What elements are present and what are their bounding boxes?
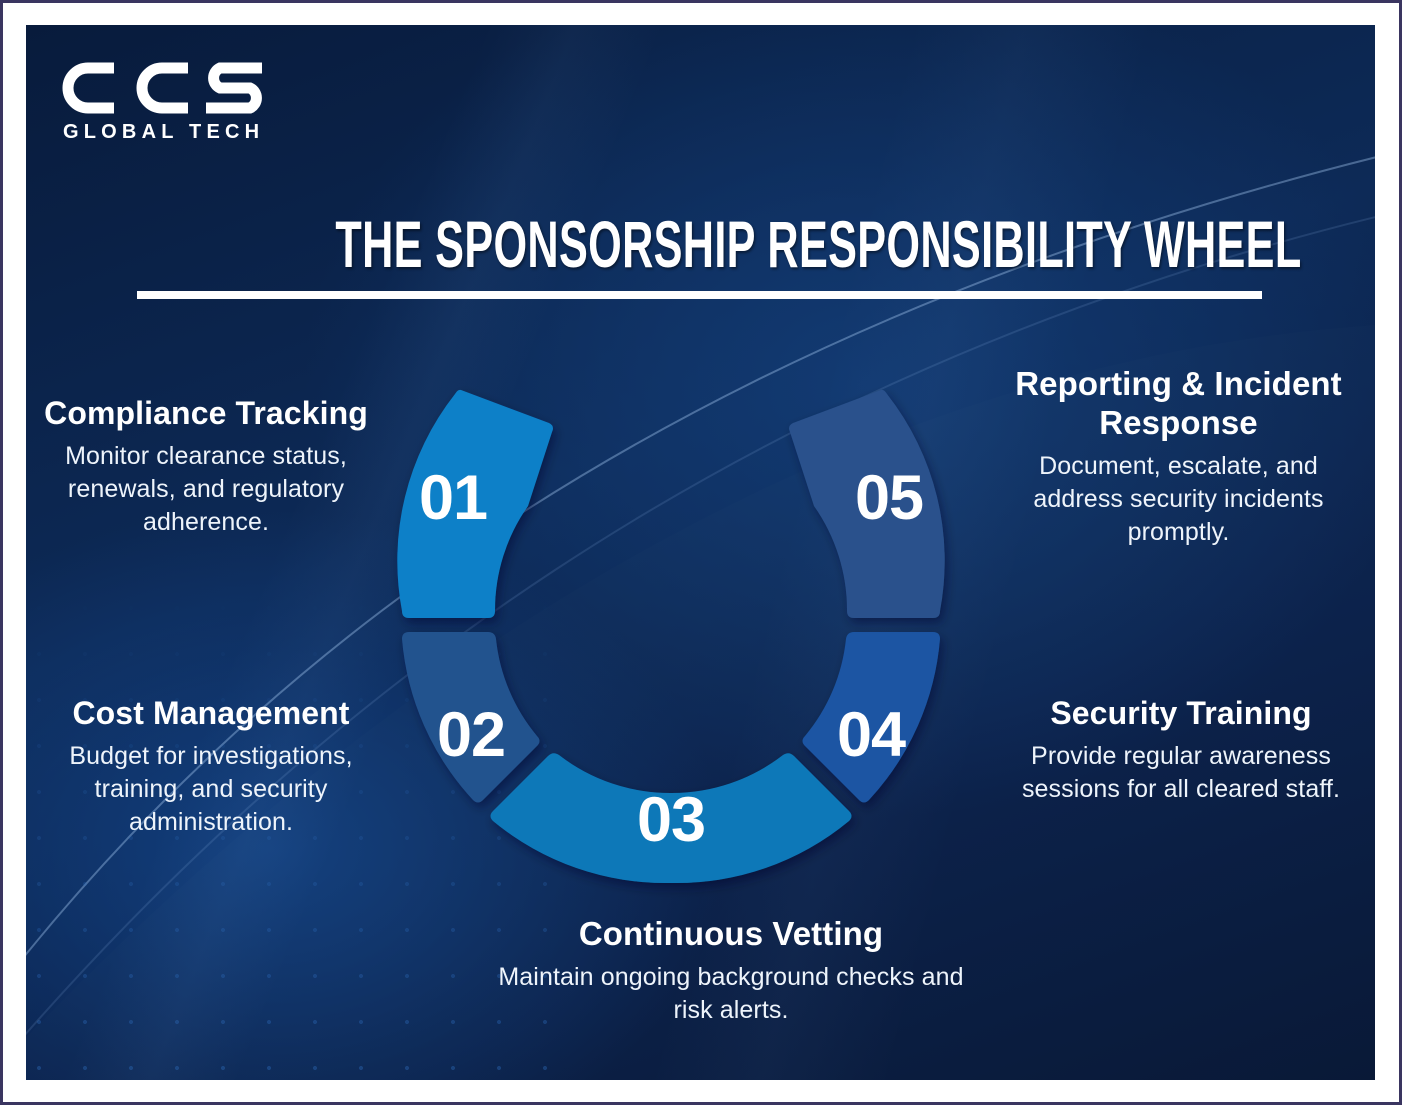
title-underline-rule [137, 291, 1262, 299]
logo-subtitle: GLOBAL TECH [63, 121, 265, 143]
page-title: THE SPONSORSHIP RESPONSIBILITY WHEEL [335, 207, 1302, 281]
infographic-canvas: GLOBAL TECH THE SPONSORSHIP RESPONSIBILI… [26, 25, 1375, 1080]
callout-1-title: Compliance Tracking [44, 395, 368, 431]
callout-security-training: Security Training Provide regular awaren… [1001, 695, 1361, 806]
callout-3-title: Continuous Vetting [578, 915, 884, 952]
wheel-number-03: 03 [637, 785, 705, 855]
callout-compliance-tracking: Compliance Tracking Monitor clearance st… [41, 395, 371, 540]
page-title-wrap: THE SPONSORSHIP RESPONSIBILITY WHEEL [137, 207, 1302, 281]
brand-logo: GLOBAL TECH [60, 57, 275, 142]
wheel-number-05: 05 [855, 463, 923, 533]
callout-reporting-incident-response: Reporting & Incident Response Document, … [991, 365, 1366, 550]
wheel-segment-03[interactable] [490, 753, 852, 884]
wheel-number-01: 01 [419, 463, 487, 533]
callout-1-body: Monitor clearance status, renewals, and … [65, 441, 347, 537]
responsibility-wheel: 01 02 03 04 05 [397, 389, 945, 884]
callout-4-title: Security Training [1050, 695, 1312, 731]
wheel-number-04: 04 [837, 700, 906, 770]
callout-2-title: Cost Management [72, 695, 350, 731]
callout-4-body: Provide regular awareness sessions for a… [1021, 741, 1341, 803]
callout-3-body: Maintain ongoing background checks and r… [498, 962, 964, 1025]
wheel-segment-04[interactable] [802, 632, 941, 803]
wheel-number-02: 02 [437, 700, 505, 770]
ccs-logo-icon [62, 62, 262, 114]
callout-cost-management: Cost Management Budget for investigation… [31, 695, 391, 840]
wheel-segment-01[interactable] [397, 389, 553, 618]
callout-5-title: Reporting & Incident Response [1015, 365, 1342, 441]
wheel-segment-02[interactable] [402, 632, 540, 803]
callout-continuous-vetting: Continuous Vetting Maintain ongoing back… [496, 915, 966, 1027]
wheel-segment-05[interactable] [789, 389, 945, 618]
callout-5-body: Document, escalate, and address security… [1033, 451, 1324, 547]
callout-2-body: Budget for investigations, training, and… [69, 741, 353, 837]
